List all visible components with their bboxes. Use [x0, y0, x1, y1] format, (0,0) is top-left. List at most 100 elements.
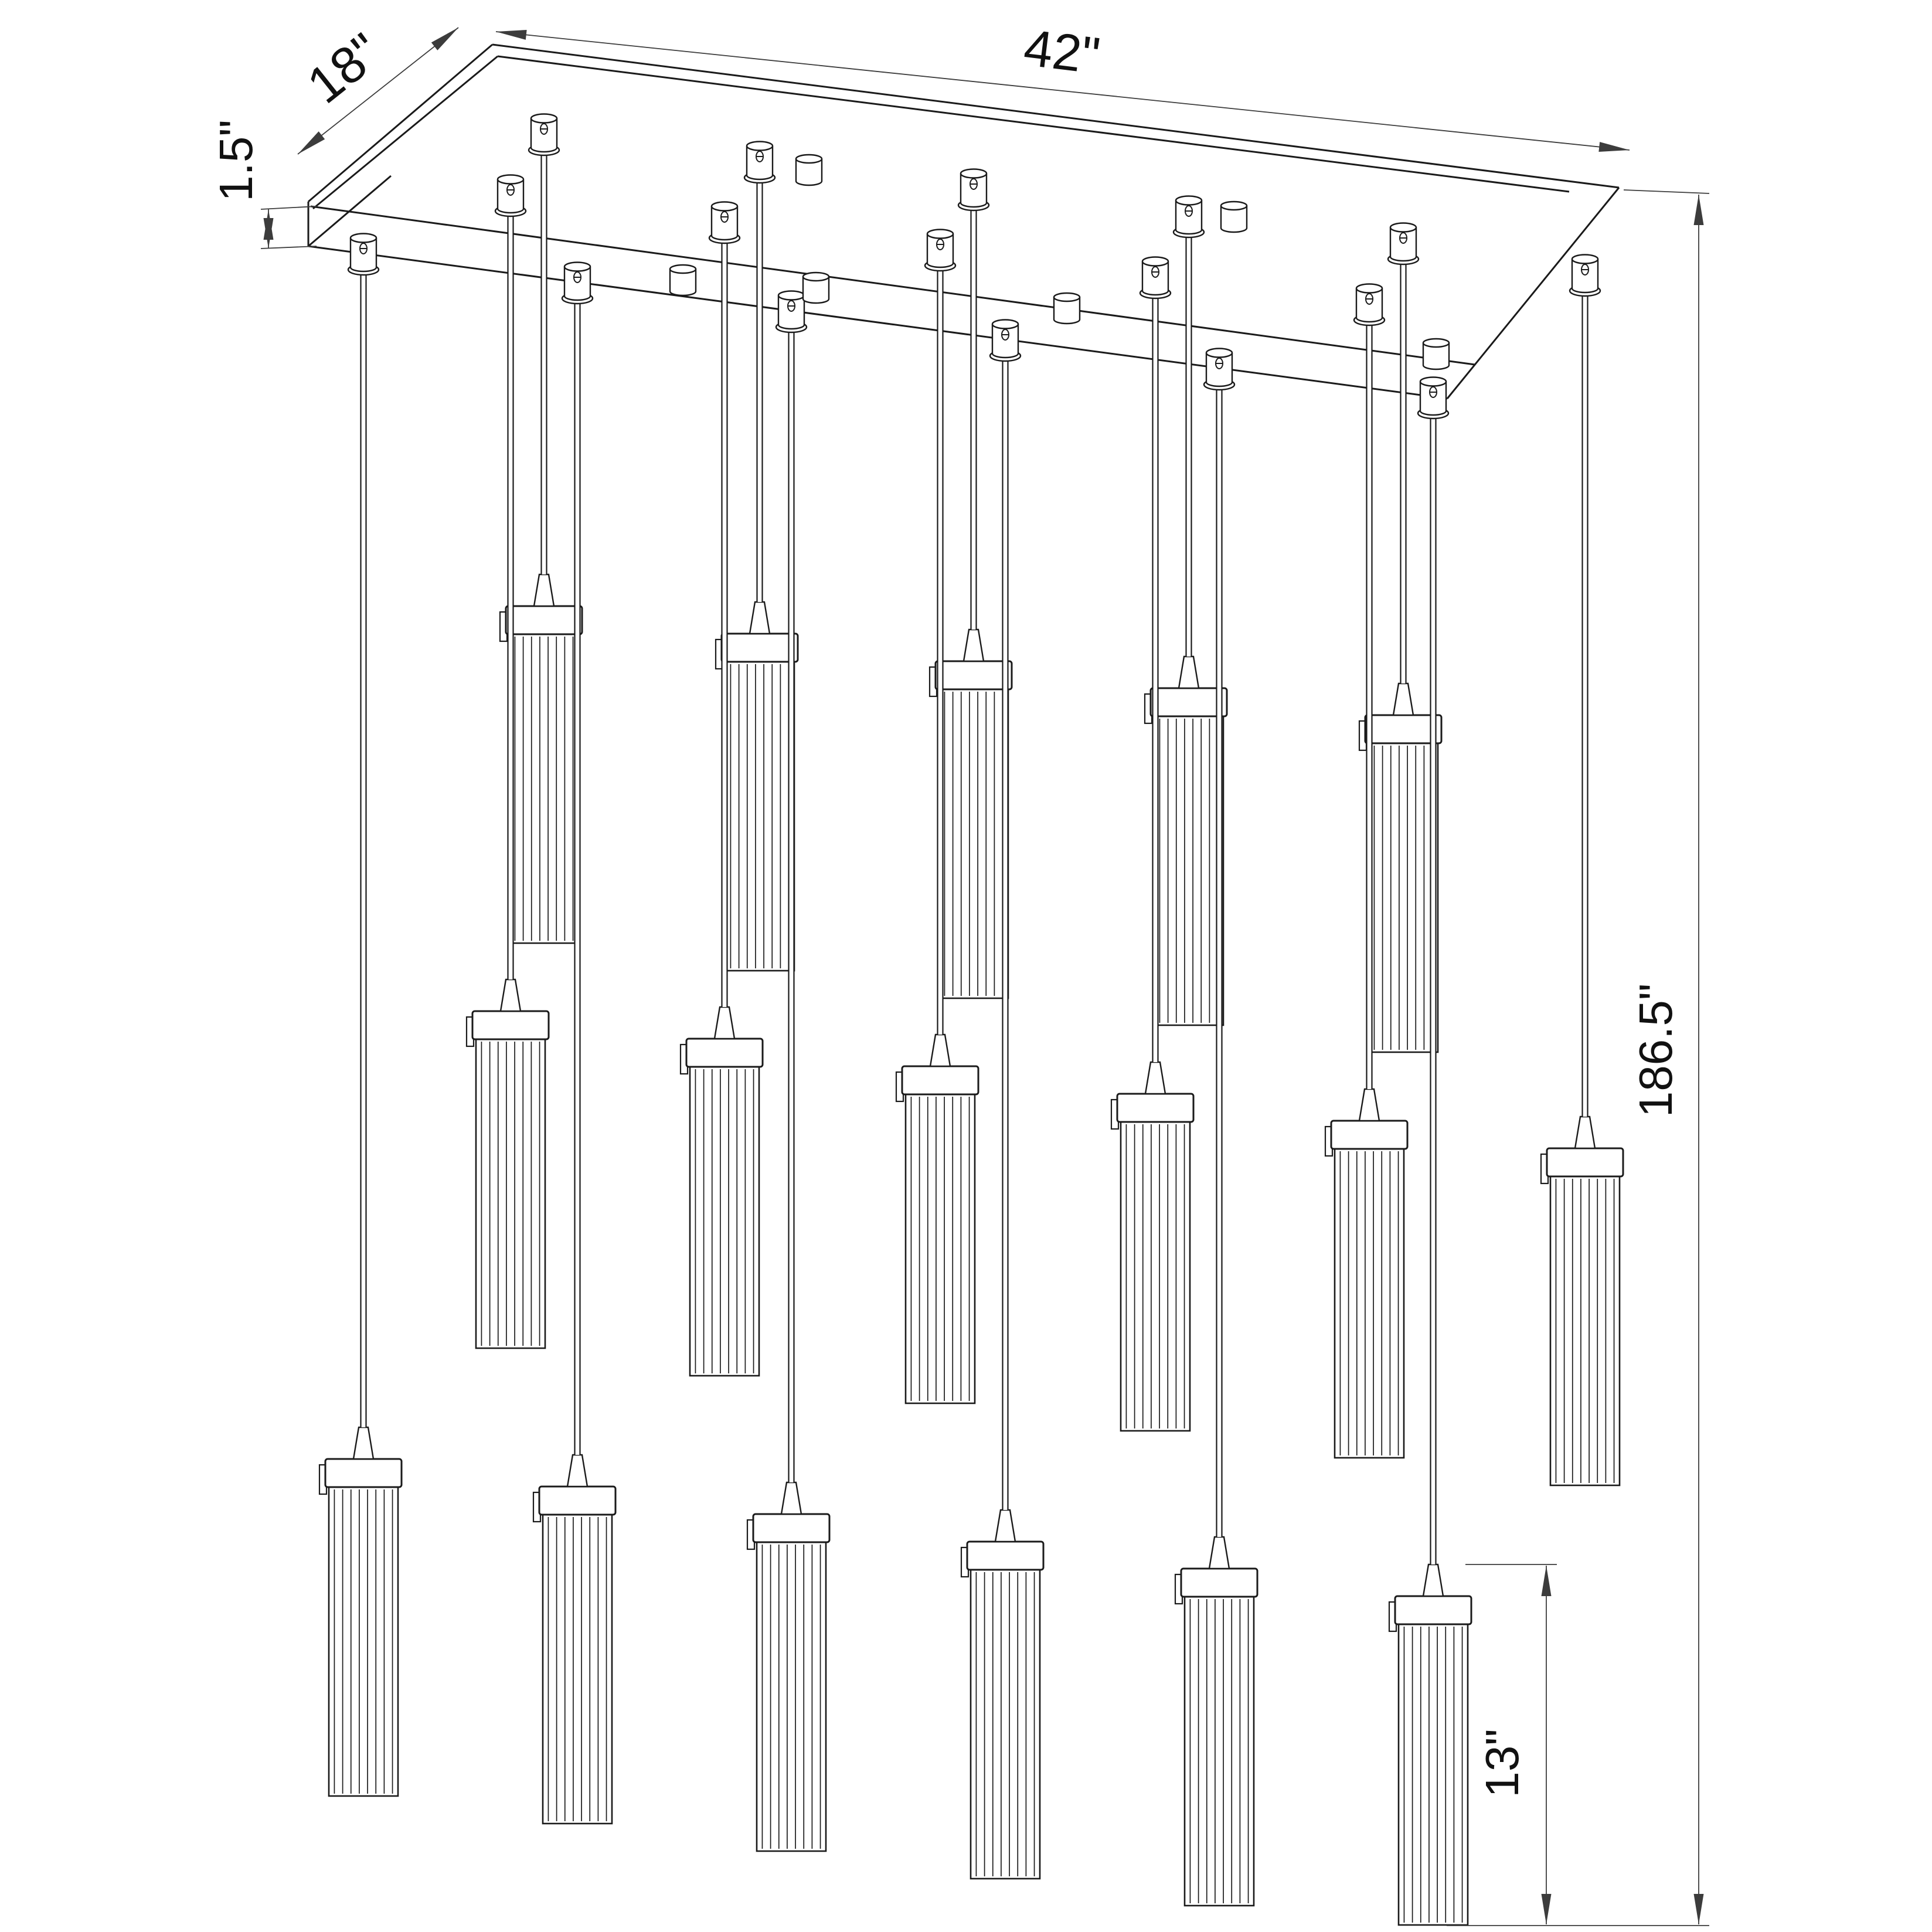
plug-top	[669, 264, 697, 274]
cord-connector	[1358, 1088, 1380, 1122]
cord-connector	[994, 1509, 1016, 1543]
pendant-shades	[318, 573, 1624, 1926]
dimension-arrowhead	[1693, 195, 1704, 225]
grip-top	[1355, 283, 1383, 294]
pendant-top	[928, 628, 1013, 999]
pendant-top	[1144, 655, 1228, 1026]
plug-body	[1422, 343, 1450, 370]
fluted-glass-shade	[508, 633, 580, 944]
fluted-glass-shade	[1153, 715, 1224, 1026]
cord-fill	[1186, 233, 1192, 657]
fluted-glass-shade	[970, 1569, 1041, 1880]
pendant-bottom	[318, 1426, 403, 1797]
grip-top	[1205, 348, 1233, 358]
plug-body	[669, 269, 697, 297]
pendant-cap	[685, 1038, 764, 1068]
grip-top	[1571, 254, 1599, 264]
cord-fill	[508, 212, 513, 979]
cord-fill	[541, 151, 547, 574]
pendant-cap	[966, 1540, 1045, 1571]
pendant-middle	[679, 1006, 764, 1377]
fluted-glass-shade	[475, 1038, 546, 1349]
pendant-cap	[505, 605, 583, 635]
grip-top	[530, 113, 558, 124]
fluted-glass-shade	[689, 1066, 760, 1377]
cord-fill	[722, 239, 727, 1007]
fluted-glass-shade	[756, 1541, 827, 1852]
cord-connector	[749, 601, 771, 635]
pendant-cap	[1180, 1567, 1258, 1598]
grip-body	[1571, 259, 1599, 294]
grip-top	[1141, 256, 1169, 267]
extension-line	[260, 206, 317, 210]
pendant-height-dimension-label: 13"	[1476, 1729, 1528, 1797]
plug-top	[802, 271, 830, 282]
cord-connector	[1208, 1536, 1230, 1570]
cord-fill	[360, 271, 366, 1427]
pendant-top	[715, 601, 799, 972]
cord-grip-middle	[708, 201, 741, 244]
cord-grip-back	[1387, 222, 1420, 266]
cord-connector	[1178, 655, 1200, 689]
fluted-glass-shade	[1334, 1148, 1405, 1459]
grip-body	[960, 174, 988, 208]
pendant-cap	[471, 1010, 550, 1040]
cord-fill	[1400, 260, 1406, 683]
canopy-edge	[308, 245, 1448, 400]
plug-body	[1053, 297, 1081, 325]
cord-fill	[757, 179, 763, 602]
grip-body	[1175, 200, 1203, 235]
cord-grip-front	[989, 319, 1022, 362]
canopy-edge	[492, 43, 1620, 189]
width-dimension-label: 42"	[1021, 18, 1103, 85]
grip-body	[746, 146, 774, 181]
cord-grip-middle	[924, 229, 957, 272]
pendant-cap	[752, 1513, 831, 1543]
cord-grips	[347, 113, 1601, 420]
grip-top	[349, 233, 377, 243]
pendant-middle	[1540, 1115, 1624, 1487]
pendant-cap	[1394, 1595, 1472, 1625]
cord-connector	[962, 628, 985, 662]
fluted-glass-shade	[328, 1486, 399, 1797]
pendant-top	[1358, 682, 1443, 1053]
grip-top	[746, 141, 774, 151]
fluted-glass-shade	[1368, 742, 1439, 1053]
dimension-line	[297, 27, 459, 155]
cord-fill	[574, 300, 580, 1455]
grip-body	[1141, 261, 1169, 296]
plug-body	[1220, 206, 1248, 233]
grip-body	[1355, 288, 1383, 323]
pendant-bottom	[1174, 1536, 1258, 1907]
cord-fill	[937, 267, 943, 1035]
canopy-hole-plugs	[669, 154, 1450, 370]
fluted-glass-shade	[1397, 1623, 1469, 1926]
grip-body	[496, 179, 525, 214]
thickness-dimension-label: 1.5"	[210, 120, 262, 202]
canopy-plug	[795, 154, 823, 186]
cord-grip-back	[743, 141, 776, 184]
canopy-plug	[1422, 338, 1450, 370]
plug-top	[1422, 338, 1450, 348]
cord-connector	[352, 1426, 375, 1460]
pendant-bottom	[532, 1454, 617, 1825]
canopy-plug	[1220, 200, 1248, 233]
grip-top	[710, 201, 739, 212]
cord-fill	[788, 328, 794, 1482]
cord-grip-back	[528, 113, 560, 157]
pendant-cap	[324, 1458, 403, 1488]
canopy-edge	[308, 175, 392, 247]
cord-fill	[1430, 414, 1436, 1564]
cord-connector	[499, 978, 522, 1012]
canopy-edge	[312, 55, 498, 210]
pendant-middle	[895, 1033, 979, 1404]
grip-body	[1419, 382, 1447, 416]
pendant-bottom	[960, 1509, 1045, 1880]
dimension-arrowhead	[263, 218, 274, 249]
cord-grip-front	[775, 290, 808, 334]
pendant-cap	[1116, 1093, 1195, 1123]
grip-body	[991, 324, 1019, 359]
pendant-middle	[1110, 1061, 1195, 1432]
dimension-arrowhead	[1693, 1894, 1704, 1924]
grip-body	[1389, 227, 1417, 262]
